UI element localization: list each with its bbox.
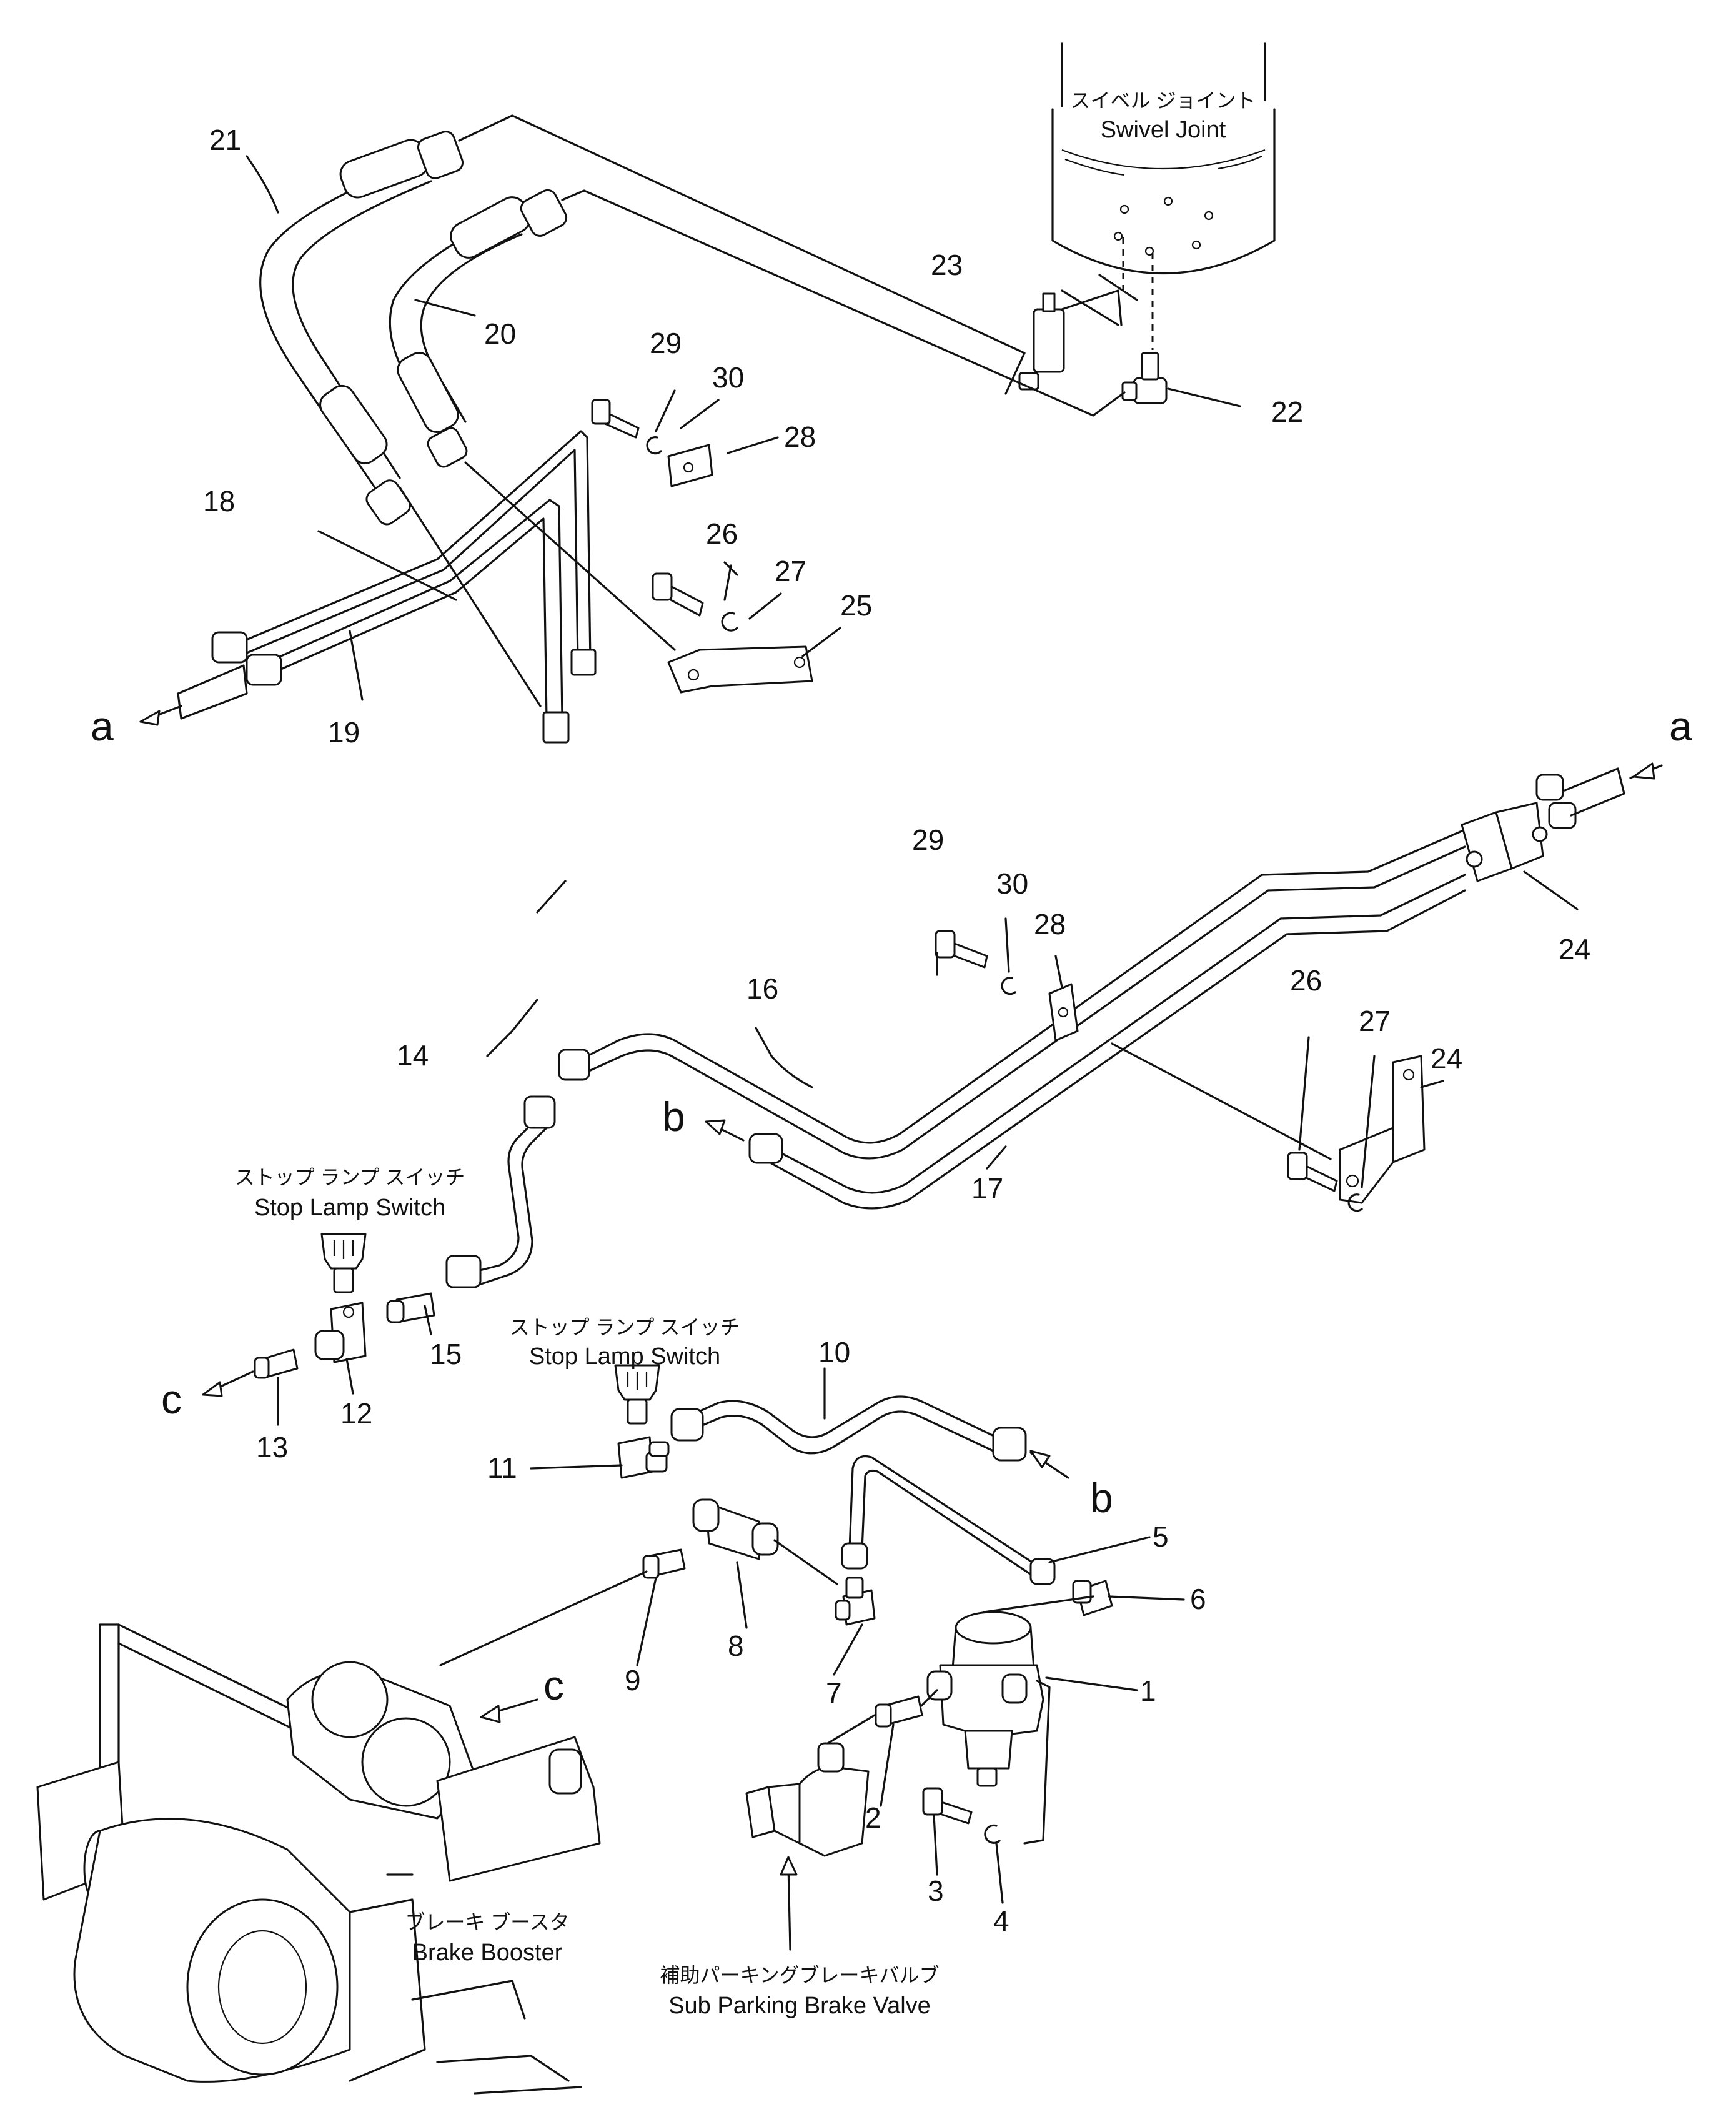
fitting-6 (1072, 1580, 1113, 1616)
stop-lamp-jp-1: ストップ ランプ スイッチ (235, 1166, 465, 1188)
callout: 13 (256, 1431, 288, 1463)
connector-label: b (1090, 1475, 1113, 1521)
tube-5 (841, 1455, 1056, 1585)
callout: 25 (840, 589, 872, 622)
connector-b-mid: b (662, 1093, 745, 1142)
bolt-3 (922, 1787, 973, 1825)
tee-12 (314, 1302, 367, 1363)
callout: 15 (430, 1338, 462, 1370)
bolt-26-upper (652, 572, 704, 617)
callout: 26 (1290, 964, 1322, 997)
tee-8 (692, 1498, 838, 1585)
connector-a-right: a (1629, 703, 1692, 780)
connector-a-left: a (91, 664, 248, 749)
connector-label: c (161, 1376, 182, 1422)
connector-label: c (543, 1662, 564, 1708)
connector-b-low: b (1029, 1450, 1113, 1521)
fitting-2 (875, 1689, 938, 1728)
leader-lines (246, 155, 1579, 1904)
callout: 4 (993, 1905, 1009, 1937)
tube-14 (445, 1095, 556, 1288)
callout: 29 (650, 327, 682, 359)
callout: 21 (209, 124, 241, 156)
callout: 5 (1153, 1520, 1169, 1553)
stop-lamp-en-1: Stop Lamp Switch (254, 1195, 445, 1221)
callout: 28 (1034, 908, 1066, 940)
stop-lamp-switch-2: ストップ ランプ スイッチ Stop Lamp Switch (510, 1316, 740, 1425)
callout: 1 (1140, 1675, 1156, 1707)
washer-30-middle (1001, 977, 1016, 995)
callout: 2 (865, 1801, 881, 1834)
callout: 29 (912, 824, 944, 856)
valve-1 (926, 1595, 1094, 1845)
bolt-29-middle (935, 930, 988, 969)
callout: 28 (784, 421, 816, 453)
swivel-joint-en-label: Swivel Joint (1101, 117, 1226, 143)
fitting-13 (254, 1348, 299, 1379)
stop-lamp-jp-2: ストップ ランプ スイッチ (510, 1316, 740, 1338)
connector-label: a (91, 703, 114, 749)
plate-28-upper (667, 444, 713, 487)
callout: 27 (1359, 1005, 1391, 1037)
fitting-9 (439, 1548, 686, 1666)
callout: 18 (203, 485, 235, 517)
plate-28-middle (1048, 983, 1079, 1042)
brake-booster-en-label: Brake Booster (412, 1940, 563, 1966)
fitting-23 (1018, 289, 1123, 391)
tubes-16-17 (558, 830, 1466, 1210)
callout: 16 (746, 972, 778, 1005)
washer-27-upper (721, 612, 738, 632)
fitting-22 (1121, 352, 1168, 404)
callout: 7 (826, 1676, 842, 1709)
connector-c-left: c (161, 1370, 254, 1422)
connector-label: b (662, 1093, 685, 1140)
stop-lamp-en-2: Stop Lamp Switch (529, 1343, 720, 1370)
callout: 26 (706, 517, 738, 550)
sub-parking-jp-label: 補助パーキングブレーキバルブ (660, 1964, 939, 1986)
bracket-24-end (1461, 767, 1625, 882)
callout: 30 (712, 361, 744, 394)
callout: 3 (928, 1875, 944, 1907)
callout: 17 (971, 1172, 1003, 1205)
swivel-joint-jp-label: スイベル ジョイント (1071, 89, 1256, 112)
brake-booster: c ブレーキ ブースタ Brake Booster (36, 1623, 601, 2095)
hose-21 (259, 131, 464, 526)
callout: 27 (775, 555, 806, 587)
callout: 19 (328, 716, 360, 749)
callout: 6 (1190, 1583, 1206, 1615)
stop-lamp-switch-1: ストップ ランプ スイッチ Stop Lamp Switch (235, 1166, 465, 1293)
fitting-15 (386, 1292, 435, 1323)
tube-10 (670, 1395, 1027, 1462)
callout: 24 (1559, 933, 1590, 965)
bolt-26-middle (1287, 1152, 1338, 1192)
sub-parking-brake-valve: 補助パーキングブレーキバルブ Sub Parking Brake Valve (660, 1714, 940, 2019)
callout: 14 (397, 1039, 429, 1072)
callout: 11 (487, 1452, 517, 1484)
connector-label: a (1669, 703, 1692, 749)
callout: 22 (1271, 396, 1303, 428)
callout: 10 (818, 1336, 850, 1368)
bolt-29-upper (591, 399, 640, 439)
swivel-joint: スイベル ジョイント Swivel Joint (1051, 42, 1276, 350)
brake-booster-jp-label: ブレーキ ブースタ (405, 1911, 569, 1933)
bracket-24-lower (1339, 1055, 1426, 1204)
callout: 24 (1431, 1042, 1462, 1075)
hose-20 (389, 189, 568, 468)
callout: 9 (625, 1664, 641, 1696)
washer-4 (984, 1824, 1001, 1844)
bracket-25 (667, 645, 813, 694)
washer-30-upper (646, 436, 662, 455)
tubes-18-19 (211, 430, 676, 744)
callouts: 1 2 3 4 5 6 7 8 9 10 11 12 13 14 15 16 1… (203, 124, 1590, 1937)
callout: 20 (484, 317, 516, 350)
callout: 8 (728, 1630, 744, 1662)
fitting-7 (835, 1577, 876, 1626)
sub-parking-en-label: Sub Parking Brake Valve (668, 1993, 931, 2019)
tee-11 (617, 1436, 670, 1479)
callout: 12 (340, 1397, 372, 1430)
callout: 30 (996, 867, 1028, 900)
washer-27-middle (1347, 1193, 1363, 1212)
callout: 23 (931, 249, 963, 281)
